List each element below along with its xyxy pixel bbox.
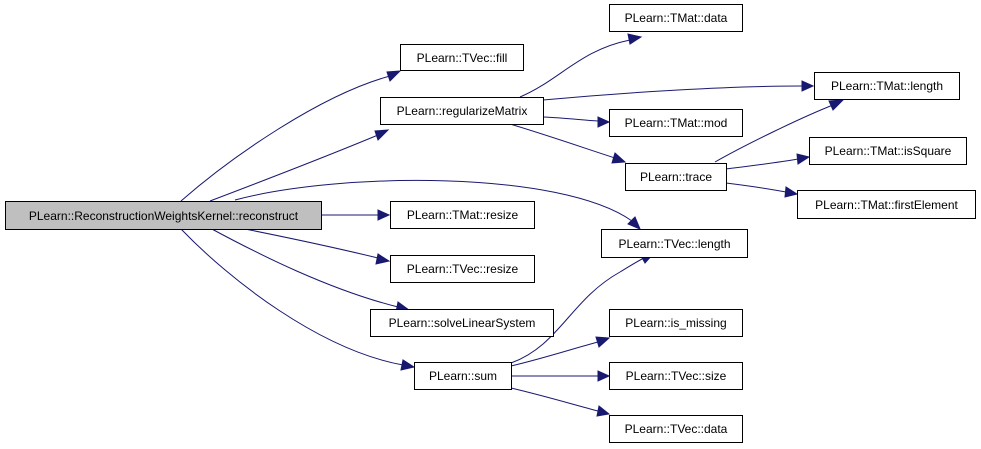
- node-tvec-resize[interactable]: PLearn::TVec::resize: [390, 255, 535, 283]
- edge-trace-to-tmat-issquare: [725, 153, 811, 170]
- node-regularize-matrix[interactable]: PLearn::regularizeMatrix: [380, 97, 544, 125]
- node-tmat-firstelement[interactable]: PLearn::TMat::firstElement: [797, 190, 976, 219]
- node-root-reconstruct[interactable]: PLearn::ReconstructionWeightsKernel::rec…: [5, 201, 322, 230]
- node-label: PLearn::TMat::firstElement: [815, 198, 958, 212]
- node-tvec-size[interactable]: PLearn::TVec::size: [609, 362, 743, 390]
- node-label: PLearn::trace: [640, 170, 712, 184]
- edge-trace-to-tmat-firstelement: [725, 182, 799, 198]
- edge-root-to-tvec-fill: [180, 70, 402, 202]
- node-label: PLearn::TMat::data: [625, 11, 728, 25]
- node-label: PLearn::TMat::length: [831, 79, 943, 93]
- node-label: PLearn::TVec::fill: [417, 51, 508, 65]
- node-label: PLearn::solveLinearSystem: [389, 316, 536, 330]
- node-solve-linear-system[interactable]: PLearn::solveLinearSystem: [370, 309, 554, 337]
- edge-root-to-tmat-resize: [322, 209, 391, 221]
- node-label: PLearn::TVec::size: [626, 369, 727, 383]
- node-tvec-fill[interactable]: PLearn::TVec::fill: [400, 44, 524, 71]
- edge-root-to-tvec-length: [234, 179, 641, 230]
- edge-regularize-to-trace: [509, 123, 627, 164]
- edge-sum-to-tvec-data: [510, 387, 611, 417]
- node-tmat-resize[interactable]: PLearn::TMat::resize: [390, 201, 535, 229]
- node-label: PLearn::TVec::data: [625, 422, 728, 436]
- node-tmat-issquare[interactable]: PLearn::TMat::isSquare: [809, 137, 967, 165]
- edge-root-to-sum: [180, 228, 416, 371]
- node-trace[interactable]: PLearn::trace: [625, 163, 727, 191]
- edge-sum-to-is-missing: [510, 336, 611, 367]
- node-label: PLearn::TMat::resize: [407, 208, 519, 222]
- node-tmat-length[interactable]: PLearn::TMat::length: [814, 72, 960, 100]
- edge-regularize-to-tmat-mod: [542, 116, 611, 128]
- node-tvec-length[interactable]: PLearn::TVec::length: [601, 229, 748, 258]
- node-label: PLearn::TMat::isSquare: [825, 144, 952, 158]
- edge-trace-to-tmat-length: [714, 99, 845, 163]
- edge-regularize-to-tmat-length: [542, 80, 815, 101]
- edge-sum-to-tvec-size: [511, 370, 611, 382]
- node-label: PLearn::TMat::mod: [625, 116, 728, 130]
- node-label: PLearn::TVec::length: [618, 237, 730, 251]
- node-label: PLearn::sum: [429, 369, 497, 383]
- node-sum[interactable]: PLearn::sum: [414, 362, 512, 390]
- edge-root-to-regularize: [209, 129, 390, 202]
- node-label: PLearn::ReconstructionWeightsKernel::rec…: [29, 209, 299, 223]
- node-tmat-mod[interactable]: PLearn::TMat::mod: [609, 109, 743, 137]
- edge-regularize-to-tmat-data: [519, 33, 643, 98]
- node-label: PLearn::TVec::resize: [407, 262, 519, 276]
- node-label: PLearn::regularizeMatrix: [397, 104, 528, 118]
- edge-root-to-solve: [209, 227, 411, 313]
- node-tvec-data[interactable]: PLearn::TVec::data: [609, 415, 743, 443]
- node-is-missing[interactable]: PLearn::is_missing: [609, 309, 743, 337]
- node-label: PLearn::is_missing: [625, 316, 726, 330]
- edge-root-to-tvec-resize: [239, 227, 391, 265]
- node-tmat-data[interactable]: PLearn::TMat::data: [609, 4, 743, 32]
